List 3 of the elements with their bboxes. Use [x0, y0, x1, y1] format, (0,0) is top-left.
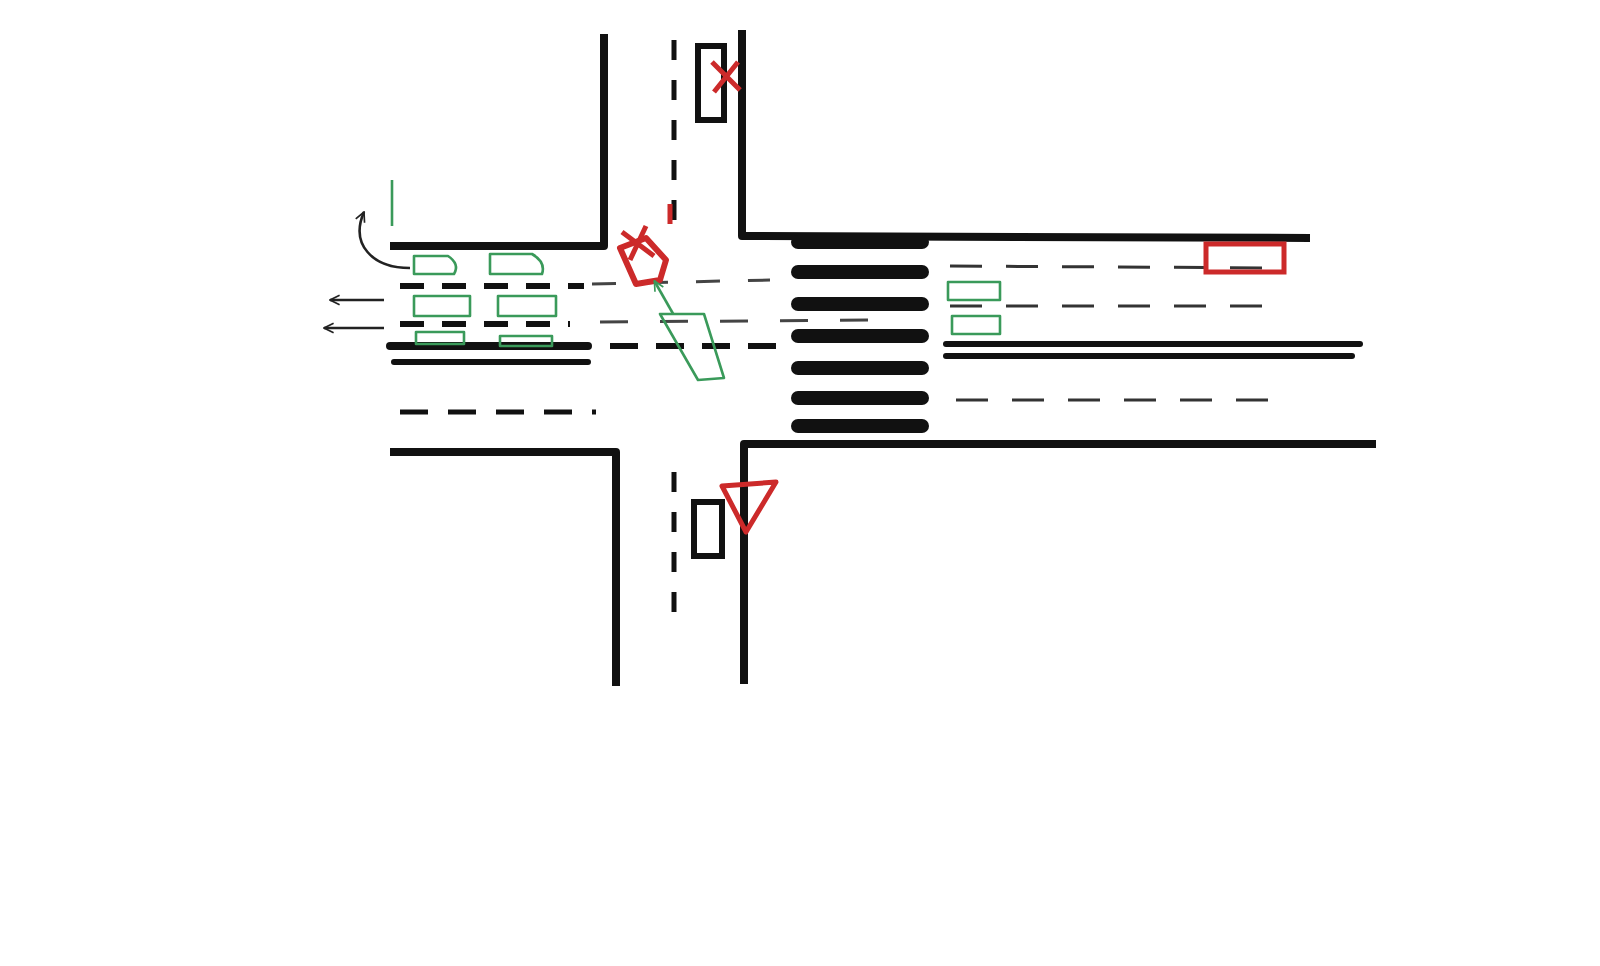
car-icon — [658, 312, 726, 382]
arrow — [653, 280, 675, 315]
crashed-car-icon — [617, 201, 673, 287]
